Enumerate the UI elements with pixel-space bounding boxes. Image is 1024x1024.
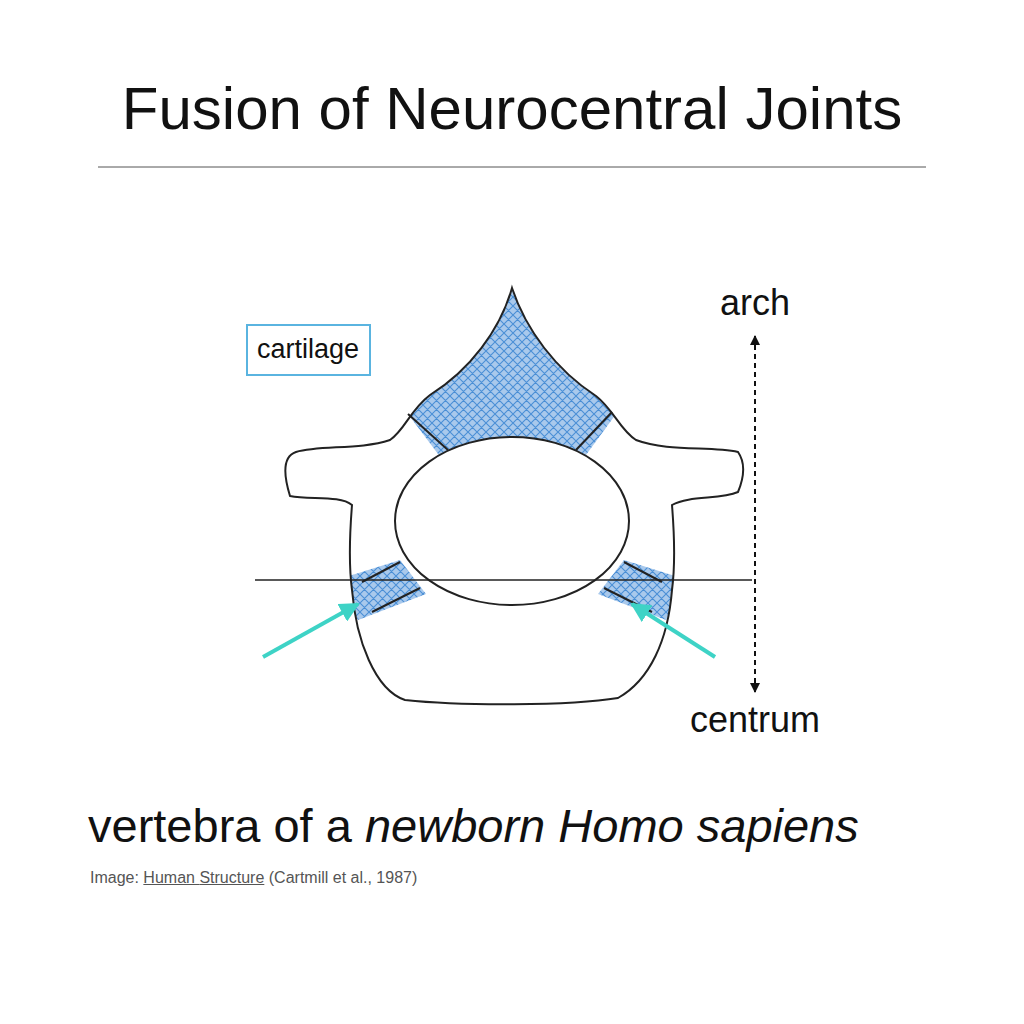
title: Fusion of Neurocentral Joints [122, 76, 902, 142]
axis-label: arch [720, 283, 790, 323]
section-line [255, 579, 752, 581]
label-box: cartilage [246, 324, 371, 376]
image-credit: Image: Human Structure (Cartmill et al.,… [90, 869, 417, 887]
cartilage-borders [362, 412, 662, 612]
pointer-arrow [632, 604, 715, 657]
title-rule [98, 167, 926, 168]
caption: vertebra of a newborn Homo sapiens [88, 800, 859, 852]
axis-arrow [754, 336, 756, 692]
axis-label: centrum [690, 700, 820, 740]
box-label: cartilage [257, 335, 360, 365]
pointer-arrow [263, 604, 358, 657]
